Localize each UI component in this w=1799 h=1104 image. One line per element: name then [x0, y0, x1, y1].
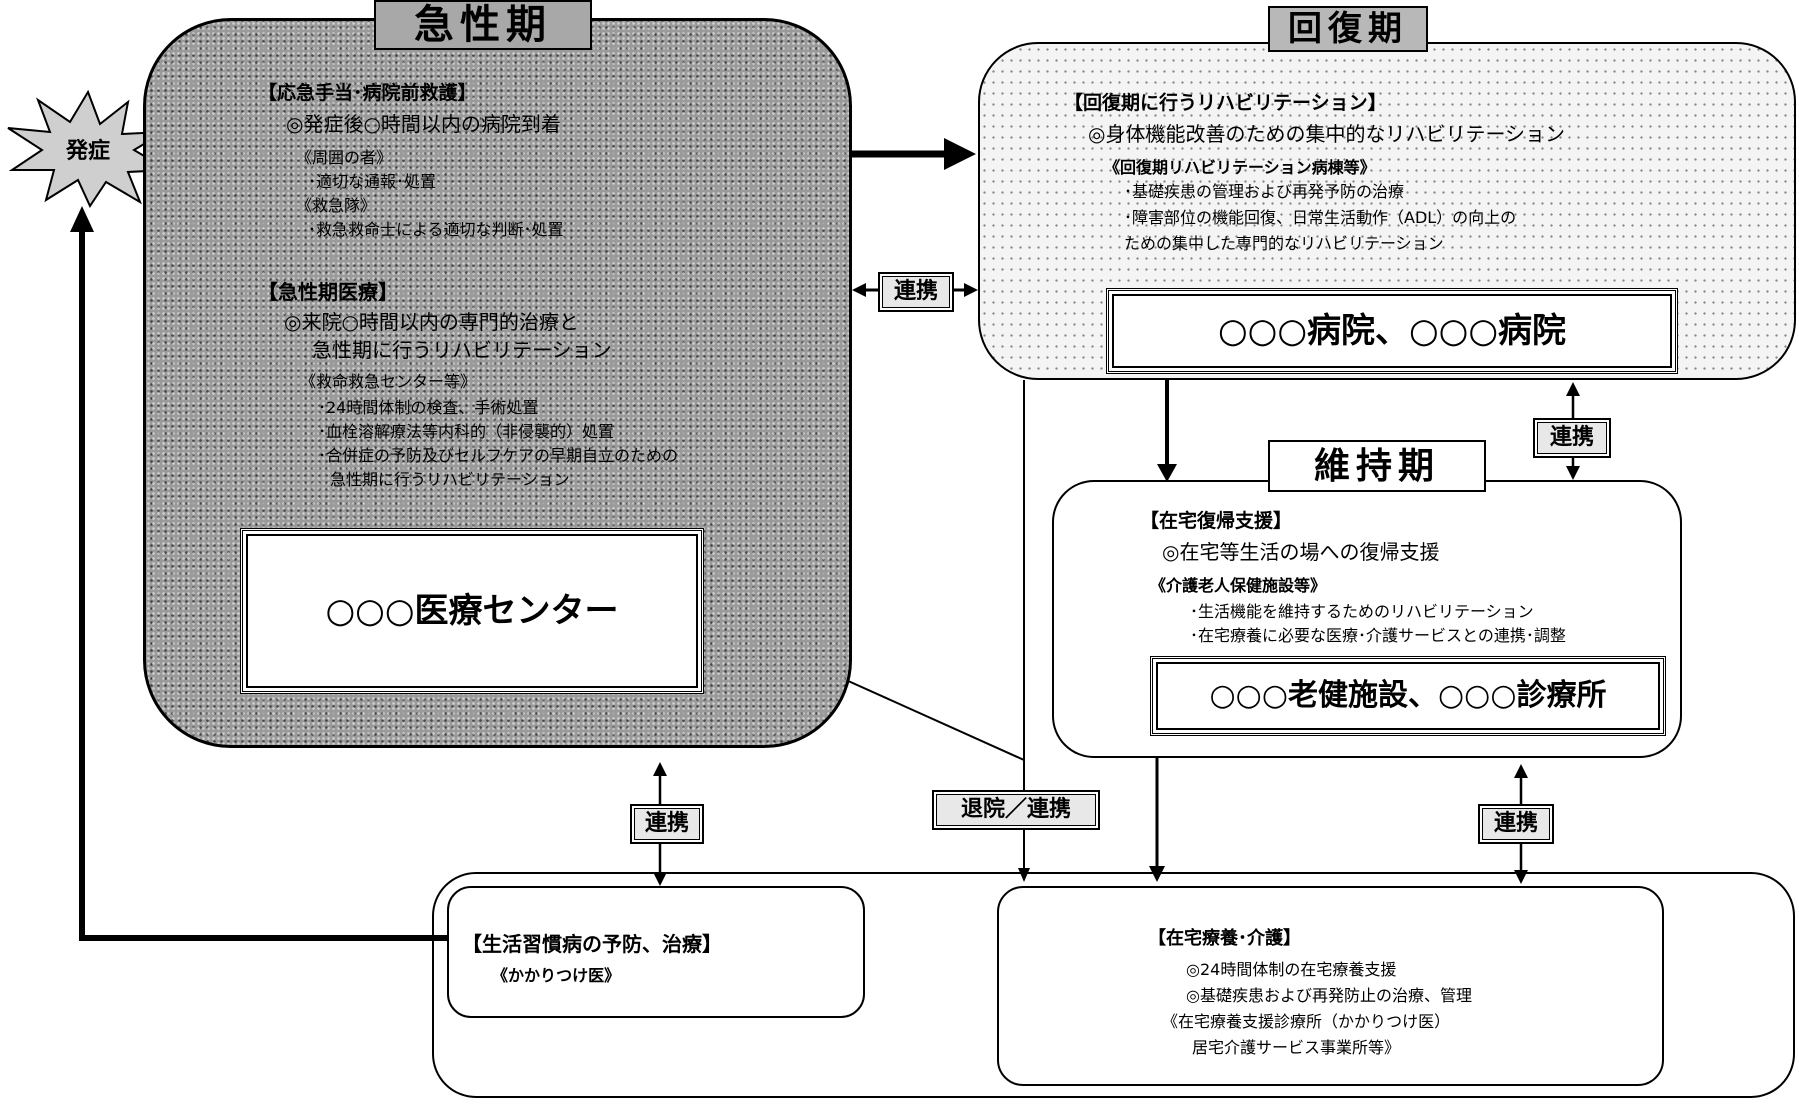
maintenance-to-homecare-arrow	[1149, 758, 1165, 882]
acute-phase-title: 急性期	[374, 0, 592, 50]
bystander-item: ･適切な通報･処置	[308, 172, 437, 191]
care-facility-item-2: ･在宅療養に必要な医療･介護サービスとの連携･調整	[1190, 626, 1566, 645]
ems-heading: 《救急隊》	[296, 196, 377, 215]
onset-label: 発症	[65, 138, 110, 164]
ems-item: ･救急救命士による適切な判断･処置	[308, 220, 564, 239]
home-care-item-1: ◎24時間体制の在宅療養支援	[1186, 960, 1397, 979]
recovery-ward-item-2: ･障害部位の機能回復、日常生活動作（ADL）の向上の	[1124, 208, 1517, 227]
acute-facility-box: ○○○医療センター	[240, 528, 704, 694]
maintenance-item: ◎在宅等生活の場への復帰支援	[1162, 540, 1440, 564]
recovery-ward-item-3: ための集中した専門的なリハビリテーション	[1124, 234, 1444, 253]
acute-care-item-2: 急性期に行うリハビリテーション	[312, 338, 612, 362]
recovery-heading: 【回復期に行うリハビリテーション】	[1064, 92, 1387, 114]
maintenance-phase-title: 維持期	[1268, 440, 1486, 492]
maintenance-facility-box: ○○○老健施設、○○○診療所	[1150, 656, 1666, 736]
link-badge-recovery-maintenance: 連携	[1533, 418, 1611, 458]
recovery-item: ◎身体機能改善のための集中的なリハビリテーション	[1088, 122, 1566, 146]
home-care-item-4: 居宅介護サービス事業所等》	[1192, 1038, 1401, 1057]
emergency-center-item-3: ･合併症の予防及びセルフケアの早期自立のための	[318, 446, 679, 465]
recovery-ward-heading: 《回復期リハビリテーション病棟等》	[1104, 158, 1376, 177]
recovery-phase-title: 回復期	[1268, 6, 1428, 52]
care-facility-item-1: ･生活機能を維持するためのリハビリテーション	[1190, 602, 1534, 621]
emergency-center-item-1: ･24時間体制の検査、手術処置	[318, 398, 539, 417]
home-care-item-3: 《在宅療養支援診療所（かかりつけ医）	[1162, 1012, 1451, 1031]
home-care-box	[997, 886, 1664, 1086]
emergency-center-item-2: ･血栓溶解療法等内科的（非侵襲的）処置	[318, 422, 615, 441]
primary-care-heading: 【生活習慣病の予防、治療】	[462, 932, 722, 956]
community-panel	[432, 872, 1795, 1098]
link-badge-maintenance-homecare: 連携	[1478, 804, 1554, 844]
link-badge-acute-recovery: 連携	[878, 272, 954, 312]
recovery-ward-item-1: ･基礎疾患の管理および再発予防の治療	[1124, 182, 1405, 201]
recovery-facility-box: ○○○病院、○○○病院	[1106, 288, 1678, 374]
link-badge-acute-community: 連携	[630, 804, 704, 844]
first-aid-heading: 【応急手当･病院前救護】	[258, 82, 477, 104]
onset-starburst: 発症	[7, 89, 172, 208]
acute-care-heading: 【急性期医療】	[258, 280, 398, 304]
discharge-link-badge: 退院／連携	[932, 790, 1100, 830]
first-aid-item: ◎発症後○時間以内の病院到着	[286, 112, 561, 136]
emergency-center-item-4: 急性期に行うリハビリテーション	[330, 470, 570, 489]
home-care-heading: 【在宅療養･介護】	[1148, 928, 1301, 949]
primary-to-onset-arrow	[70, 206, 447, 941]
maintenance-heading: 【在宅復帰支援】	[1140, 510, 1293, 532]
primary-care-box	[447, 886, 865, 1018]
primary-care-item: 《かかりつけ医》	[492, 966, 621, 985]
home-care-item-2: ◎基礎疾患および再発防止の治療、管理	[1186, 986, 1472, 1005]
emergency-center-heading: 《救命救急センター等》	[300, 372, 477, 391]
bystander-heading: 《周囲の者》	[296, 148, 393, 167]
acute-to-recovery-arrow	[852, 138, 976, 170]
care-facility-heading: 《介護老人保健施設等》	[1150, 576, 1327, 595]
recovery-to-maintenance-arrow	[1157, 380, 1177, 482]
acute-care-item-1: ◎来院○時間以内の専門的治療と	[284, 310, 579, 334]
